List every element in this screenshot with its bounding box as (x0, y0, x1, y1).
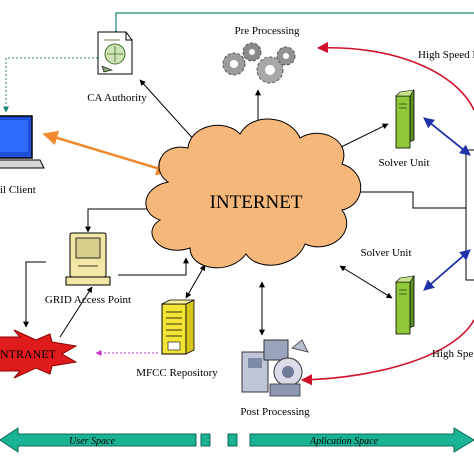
application-space-label: Aplication Space (309, 436, 379, 447)
internet-cloud (145, 118, 362, 269)
high-speed-bottom-label: High Spe (432, 348, 473, 360)
ca-authority-top-link (112, 12, 474, 37)
client-internet-link (42, 130, 172, 176)
remote-internet-link (351, 189, 466, 209)
grid-access-point-label: GRID Access Point (45, 294, 131, 306)
application-space-band (249, 427, 474, 453)
solver-unit-bottom-label: Solver Unit (360, 247, 411, 259)
solver-bottom-remote-link (423, 249, 471, 291)
solver-top-remote-link (423, 117, 471, 156)
grid-access-internet-lower-link (118, 257, 189, 276)
grid-to-intranet-link (23, 261, 46, 328)
grid-access-internet-link (85, 206, 163, 233)
mfcc-repository-label: MFCC Repository (136, 367, 218, 379)
post-processing-label: Post Processing (240, 406, 310, 418)
ca-authority-label: CA Authority (87, 92, 147, 104)
user-space-band (0, 427, 197, 453)
server-icon-bottom (395, 275, 415, 335)
high-speed-link-top-arc (316, 41, 474, 111)
internet-label: INTERNET (210, 192, 303, 213)
intranet-label: NTRANET (0, 347, 57, 361)
server-icon-top (395, 89, 415, 149)
postprocessing-icon (241, 339, 309, 397)
gears-icon (222, 42, 296, 84)
user-space-label: User Space (69, 436, 115, 447)
mfcc-internet-link (185, 264, 206, 299)
laptop-icon (0, 115, 45, 169)
intranet-grid-link (59, 286, 93, 338)
high-speed-top-label: High Speed L (418, 49, 474, 61)
band-separator-right (227, 433, 238, 447)
computer-icon (65, 232, 111, 286)
repository-icon (161, 299, 195, 355)
solver-top-internet-link (334, 123, 389, 151)
solver-bottom-internet-link (339, 265, 393, 299)
pre-processing-label: Pre Processing (234, 25, 300, 37)
mail-client-label: il Client (0, 184, 36, 196)
solver-unit-top-label: Solver Unit (378, 157, 429, 169)
certificate-icon (97, 31, 133, 75)
remote-cluster-node (465, 149, 474, 281)
intranet-burst (0, 329, 78, 379)
ca-internet-link (139, 79, 197, 143)
ca-to-client-dotted-link (3, 57, 98, 113)
band-separator-left (200, 433, 211, 447)
high-speed-link-bottom-arc (300, 319, 474, 386)
